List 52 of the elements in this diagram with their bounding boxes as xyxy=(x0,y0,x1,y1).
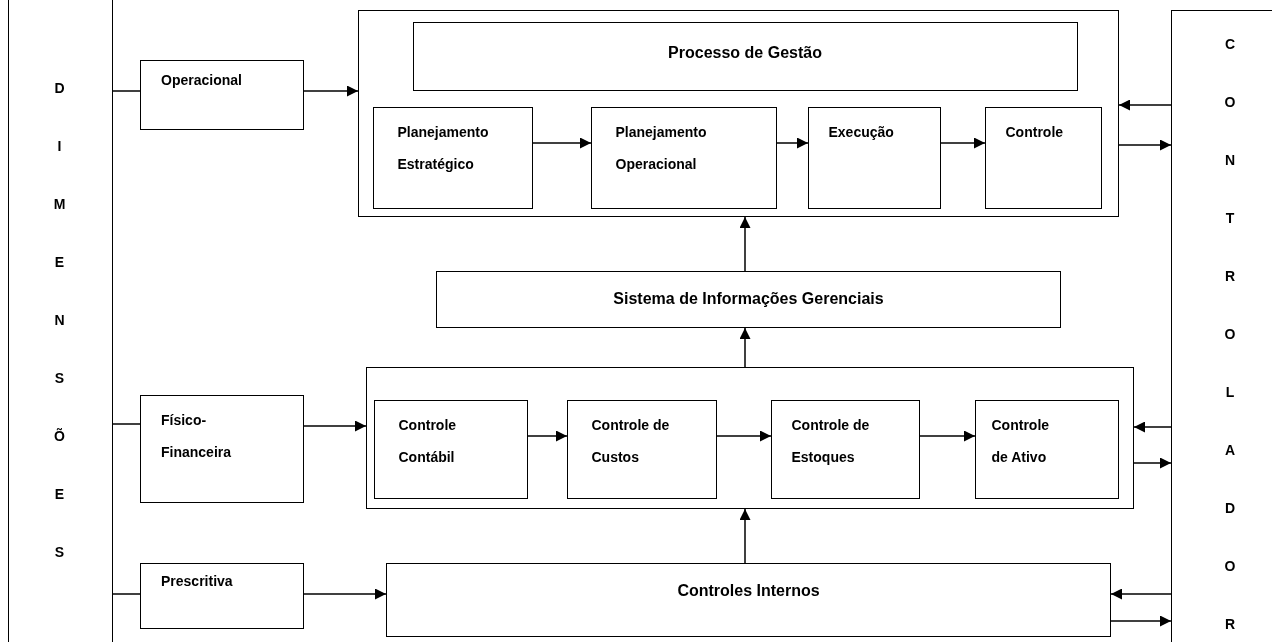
process-box xyxy=(974,399,1119,499)
process-box xyxy=(566,399,717,499)
arrow xyxy=(776,137,809,149)
process-box xyxy=(770,399,920,499)
arrow xyxy=(1133,457,1172,469)
arrow xyxy=(919,430,976,442)
process-box xyxy=(807,106,941,209)
arrow xyxy=(527,430,568,442)
box-label: Controle de Ativo xyxy=(990,415,1051,467)
box-label: Operacional xyxy=(160,71,243,90)
box-label: Controles Internos xyxy=(676,581,821,601)
box-label: Processo de Gestão xyxy=(667,42,823,63)
process-box xyxy=(412,21,1078,91)
process-box xyxy=(140,563,304,629)
box-label: Físico- Financeira xyxy=(160,411,233,463)
process-box xyxy=(372,106,533,209)
arrow xyxy=(716,430,772,442)
box-label: Prescritiva xyxy=(160,572,234,591)
vertical-label: DIMENSÕES xyxy=(53,79,66,562)
process-box xyxy=(436,271,1061,328)
group-box xyxy=(358,10,1119,217)
arrow xyxy=(739,216,751,272)
arrow xyxy=(303,85,359,97)
arrow xyxy=(303,588,387,600)
box-label: Execução xyxy=(827,122,895,142)
arrow xyxy=(1118,99,1172,111)
process-box xyxy=(140,60,304,130)
arrow xyxy=(739,508,751,564)
arrow xyxy=(1133,421,1172,433)
process-box xyxy=(373,399,528,499)
box-label: Controle de Estoques xyxy=(790,415,871,467)
process-box xyxy=(386,563,1111,637)
box-label: Controle Contábil xyxy=(397,415,458,467)
box-label: Controle xyxy=(1004,122,1065,142)
side-panel xyxy=(1171,10,1272,642)
box-label: Controle de Custos xyxy=(590,415,671,467)
group-box xyxy=(366,367,1134,509)
arrow xyxy=(1110,588,1172,600)
arrow xyxy=(532,137,592,149)
arrow xyxy=(1110,615,1172,627)
process-box xyxy=(590,106,777,209)
box-label: Planejamento Operacional xyxy=(614,122,708,174)
side-panel xyxy=(8,0,113,642)
arrow xyxy=(940,137,986,149)
box-label: Sistema de Informações Gerenciais xyxy=(612,289,885,309)
arrow xyxy=(303,420,367,432)
vertical-label: CONTROLADOR xyxy=(1224,35,1236,634)
box-label: Planejamento Estratégico xyxy=(396,122,490,174)
arrow xyxy=(1118,139,1172,151)
arrow xyxy=(739,327,751,368)
process-box xyxy=(140,395,304,503)
process-box xyxy=(984,106,1102,209)
